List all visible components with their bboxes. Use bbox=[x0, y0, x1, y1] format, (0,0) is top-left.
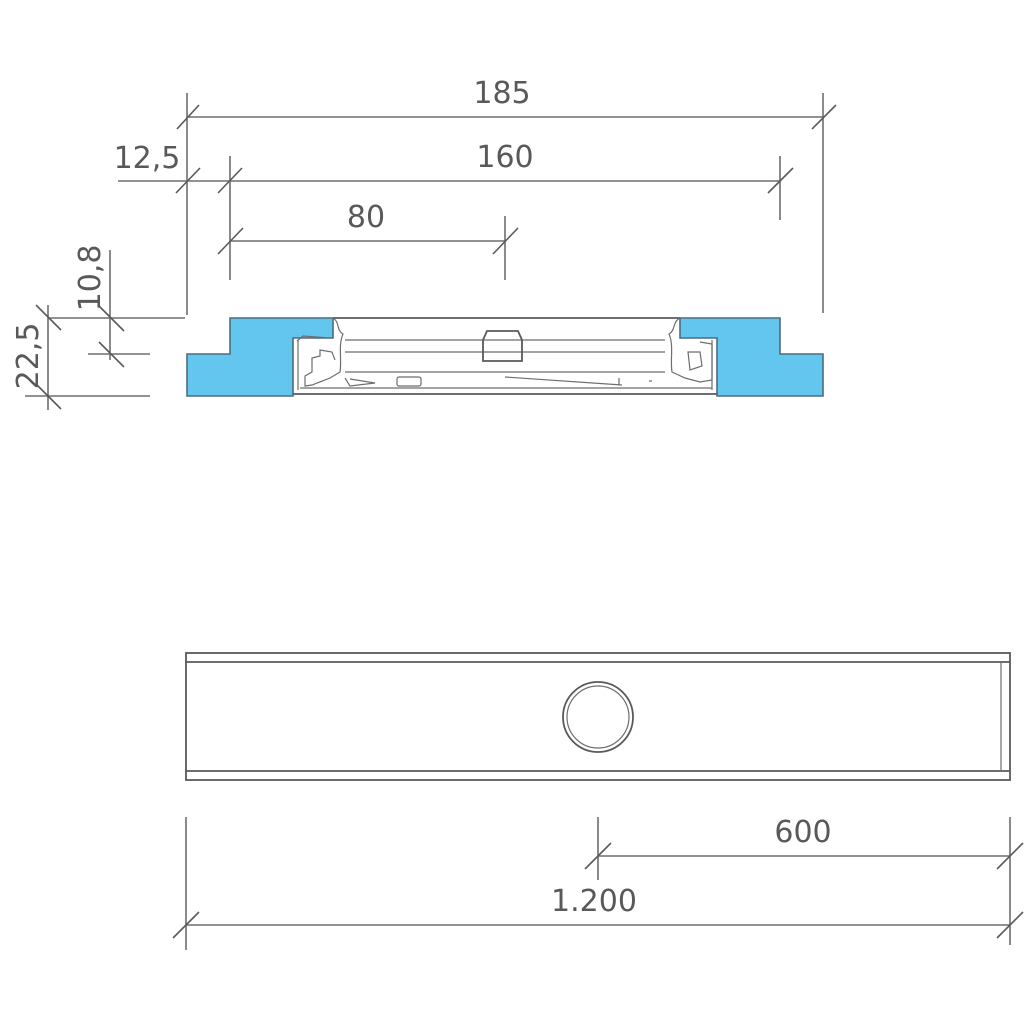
dimension-label-12-5: 12,5 bbox=[114, 141, 181, 176]
drain-outlet-circle bbox=[562, 681, 634, 753]
top-view bbox=[185, 652, 1011, 781]
dimension-1200: 1.200 bbox=[172, 817, 1024, 950]
dimension-22-5: 22,5 bbox=[11, 304, 150, 410]
drain-channel-body bbox=[293, 317, 717, 395]
dimension-label-22-5: 22,5 bbox=[11, 323, 46, 390]
dimension-10-8: 10,8 bbox=[48, 245, 185, 368]
dimension-160: 160 bbox=[118, 140, 794, 280]
dimension-label-1200: 1.200 bbox=[551, 884, 637, 919]
dimension-600: 600 bbox=[584, 815, 1024, 945]
dimension-label-80: 80 bbox=[347, 200, 385, 235]
left-screed-section bbox=[186, 317, 334, 397]
right-screed-section bbox=[679, 317, 824, 397]
dimension-label-185: 185 bbox=[473, 76, 530, 111]
dimension-label-600: 600 bbox=[774, 815, 831, 850]
dimension-label-10-8: 10,8 bbox=[73, 245, 108, 312]
dimension-12-5: 12,5 bbox=[114, 141, 181, 176]
section-profile bbox=[186, 317, 824, 397]
channel-outline bbox=[185, 652, 1011, 781]
dimension-185: 185 bbox=[176, 76, 837, 315]
dimension-80: 80 bbox=[217, 200, 519, 280]
dimension-label-160: 160 bbox=[476, 140, 533, 175]
